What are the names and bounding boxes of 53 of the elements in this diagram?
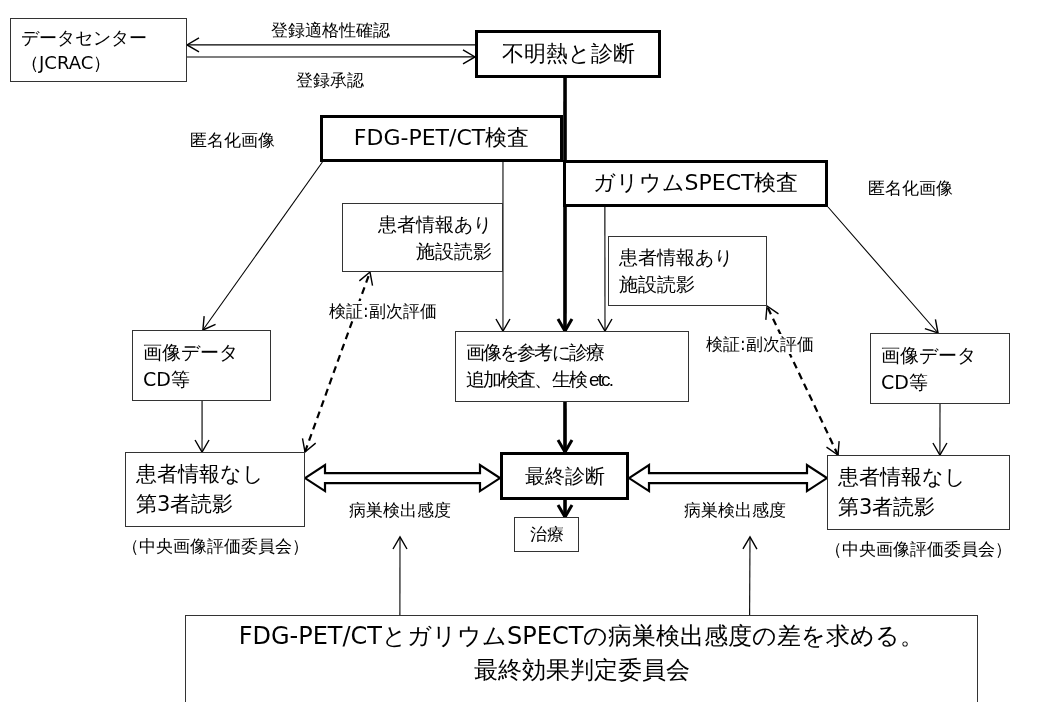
process-box (870, 333, 1010, 404)
process-box (608, 236, 767, 306)
box-text: 患者情報あり施設読影 (377, 211, 492, 264)
edge-label: 登録承認 (294, 70, 366, 91)
arrow (556, 402, 574, 454)
arrow (556, 500, 574, 519)
process-box (475, 30, 661, 78)
process-box (125, 452, 305, 527)
box-text: 最終効果判定委員会 (472, 654, 691, 686)
box-text: 画像を参考に診療追加検査、生検 etc. (466, 340, 614, 392)
box-text: ガリウムSPECT検査 (591, 169, 800, 198)
edge-label: 病巣検出感度 (682, 500, 788, 521)
process-box (185, 615, 978, 702)
process-box (342, 203, 503, 272)
arrow (202, 161, 323, 331)
box-text: データセンター（JCRAC） (21, 25, 148, 75)
process-box (132, 330, 271, 401)
box-text: 治療 (528, 522, 565, 546)
committee-caption: （中央画像評価委員会） (121, 535, 309, 558)
edge-label: 病巣検出感度 (347, 500, 453, 521)
box-text: 画像データCD等 (881, 342, 977, 395)
process-box (827, 455, 1010, 530)
process-box (320, 115, 563, 162)
box-text: 不明熱と診断 (500, 39, 636, 68)
process-box (514, 517, 579, 552)
committee-caption: （中央画像評価委員会） (824, 538, 1012, 561)
arrow (932, 403, 948, 456)
arrow (392, 536, 408, 616)
arrow (495, 161, 511, 332)
arrow (827, 206, 939, 334)
process-box (10, 18, 187, 82)
double-arrow (765, 305, 840, 456)
edge-label: 登録適格性確認 (268, 20, 392, 41)
process-box (455, 331, 689, 402)
edge-label: 検証:副次評価 (704, 334, 816, 355)
box-text: FDG-PET/CT検査 (352, 124, 531, 153)
arrow (186, 49, 476, 65)
arrow (597, 206, 613, 332)
double-arrow (627, 463, 829, 494)
arrow (194, 400, 210, 453)
box-text: 患者情報なし第3者読影 (838, 464, 967, 521)
box-text: 画像データCD等 (143, 339, 239, 392)
double-arrow (303, 463, 502, 494)
double-arrow (301, 271, 374, 453)
arrow (186, 37, 476, 53)
process-box (500, 452, 629, 500)
arrow (742, 536, 758, 616)
box-text: 患者情報あり施設読影 (619, 245, 734, 297)
process-box (563, 160, 828, 207)
box-text: 最終診断 (523, 463, 606, 490)
box-text: FDG-PET/CTとガリウムSPECTの病巣検出感度の差を求める。 (237, 621, 926, 652)
box-text: 患者情報なし第3者読影 (136, 461, 265, 518)
edge-label: 検証:副次評価 (327, 301, 439, 322)
